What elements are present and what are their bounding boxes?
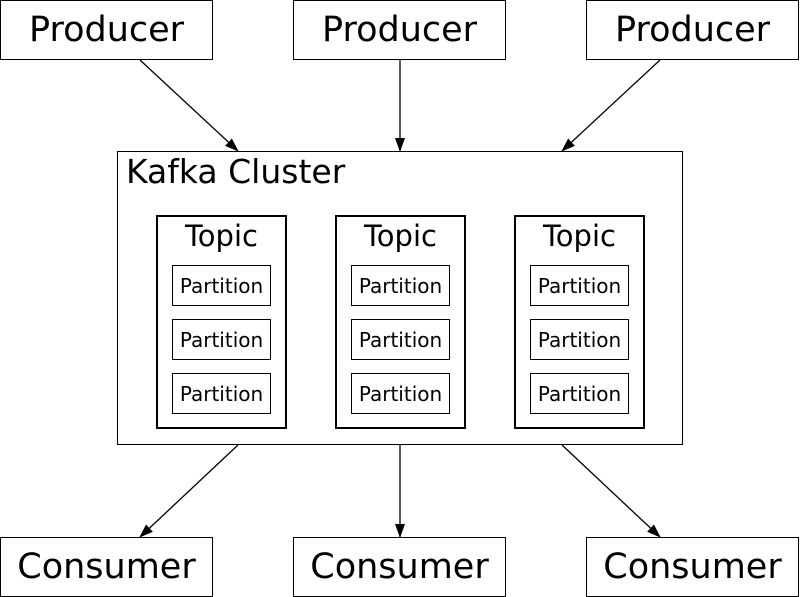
partition-label: Partition: [358, 381, 443, 406]
partition-box: Partition: [172, 265, 271, 306]
cluster-title: Kafka Cluster: [126, 152, 346, 191]
partition-box: Partition: [172, 319, 271, 360]
partition-label: Partition: [537, 381, 622, 406]
partition-label: Partition: [179, 381, 264, 406]
producer-label: Producer: [28, 9, 185, 50]
partition-label: Partition: [358, 327, 443, 352]
arrow-producer-1-to-cluster: [139, 59, 239, 152]
partition-box: Partition: [351, 319, 450, 360]
topic-label: Topic: [364, 219, 437, 253]
arrow-cluster-to-consumer-3: [561, 444, 661, 538]
partition-label: Partition: [537, 273, 622, 298]
kafka-cluster-box: Kafka Cluster Topic Partition Partition …: [117, 151, 683, 445]
consumer-box-3: Consumer: [586, 537, 799, 597]
consumer-label: Consumer: [17, 546, 196, 587]
topic-box-3: Topic Partition Partition Partition: [514, 215, 645, 429]
arrow-cluster-to-consumer-1: [139, 444, 239, 538]
partition-box: Partition: [351, 373, 450, 414]
partition-box: Partition: [530, 319, 629, 360]
topic-label: Topic: [543, 219, 616, 253]
partition-box: Partition: [351, 265, 450, 306]
partition-label: Partition: [537, 327, 622, 352]
partition-box: Partition: [172, 373, 271, 414]
consumer-label: Consumer: [310, 546, 489, 587]
consumer-box-1: Consumer: [0, 537, 213, 597]
partition-label: Partition: [358, 273, 443, 298]
consumer-label: Consumer: [603, 546, 782, 587]
producer-box-3: Producer: [586, 0, 799, 60]
consumer-box-2: Consumer: [293, 537, 506, 597]
partition-label: Partition: [179, 273, 264, 298]
partition-label: Partition: [179, 327, 264, 352]
producer-label: Producer: [614, 9, 771, 50]
arrow-producer-3-to-cluster: [561, 59, 661, 152]
producer-box-1: Producer: [0, 0, 213, 60]
producer-box-2: Producer: [293, 0, 506, 60]
topic-box-1: Topic Partition Partition Partition: [156, 215, 287, 429]
topic-label: Topic: [185, 219, 258, 253]
partition-box: Partition: [530, 373, 629, 414]
topic-box-2: Topic Partition Partition Partition: [335, 215, 466, 429]
producer-label: Producer: [321, 9, 478, 50]
partition-box: Partition: [530, 265, 629, 306]
